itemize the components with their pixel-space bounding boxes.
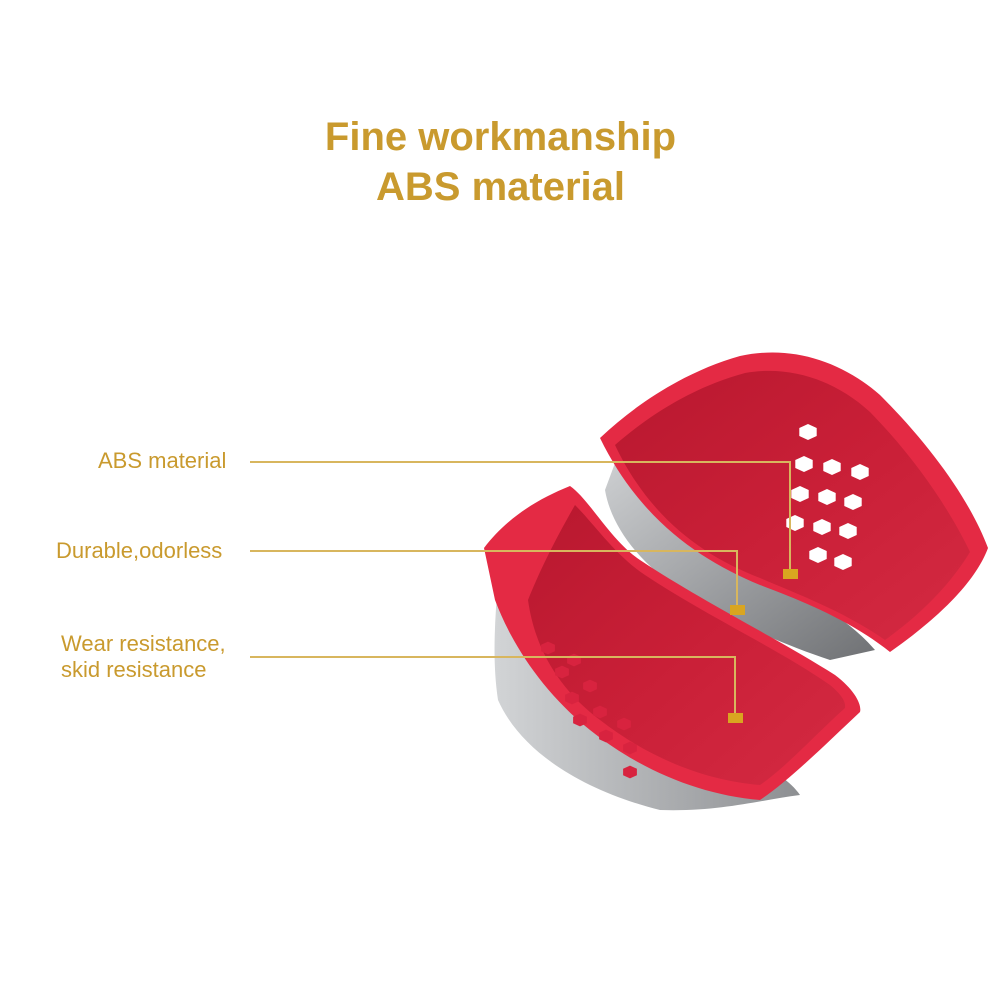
callout-text: Wear resistance, [61,631,226,656]
vent-hole [818,489,836,505]
vent-hole [834,554,852,570]
back-pad-shell [605,455,875,660]
callout-text: skid resistance [61,657,207,682]
marker-wear-resistance [728,713,743,723]
vent-hole [799,424,817,440]
callout-text: Durable,odorless [56,538,223,563]
callout-label-wear-resistance: Wear resistance, skid resistance [61,631,226,683]
front-pad-vent-holes [541,641,637,779]
marker-abs-material [783,569,798,579]
title-line-1: Fine workmanship [324,115,677,159]
vent-hole [593,705,607,719]
leader-line-durable [250,550,738,606]
front-pad-inner-felt [528,505,846,785]
vent-hole [844,494,862,510]
callout-text: ABS material [98,448,227,473]
vent-hole [617,717,631,731]
marker-durable [730,605,745,615]
vent-hole [795,456,813,472]
vent-hole [583,679,597,693]
vent-hole [809,547,827,563]
title-line-2: ABS material [376,165,625,209]
front-heel-pad [484,486,861,811]
vent-hole [623,741,637,755]
leader-line-abs-material [250,461,791,572]
callout-leader-lines [250,461,791,713]
vent-hole [623,765,637,779]
vent-hole [599,729,613,743]
vent-hole [839,523,857,539]
callout-label-abs-material: ABS material [98,448,226,474]
page-title: Fine workmanship ABS material [0,112,1001,212]
vent-hole [823,459,841,475]
vent-hole [813,519,831,535]
vent-hole [851,464,869,480]
vent-hole [573,713,587,727]
vent-hole [565,691,579,705]
back-pad-vent-holes [786,424,869,570]
vent-hole [791,486,809,502]
vent-hole [555,665,569,679]
vent-hole [541,641,555,655]
back-pad-inner-felt [615,370,970,640]
leader-line-wear-resistance [250,656,736,713]
callout-label-durable: Durable,odorless [56,538,222,564]
callout-markers [728,569,798,723]
back-heel-pad [600,352,988,660]
